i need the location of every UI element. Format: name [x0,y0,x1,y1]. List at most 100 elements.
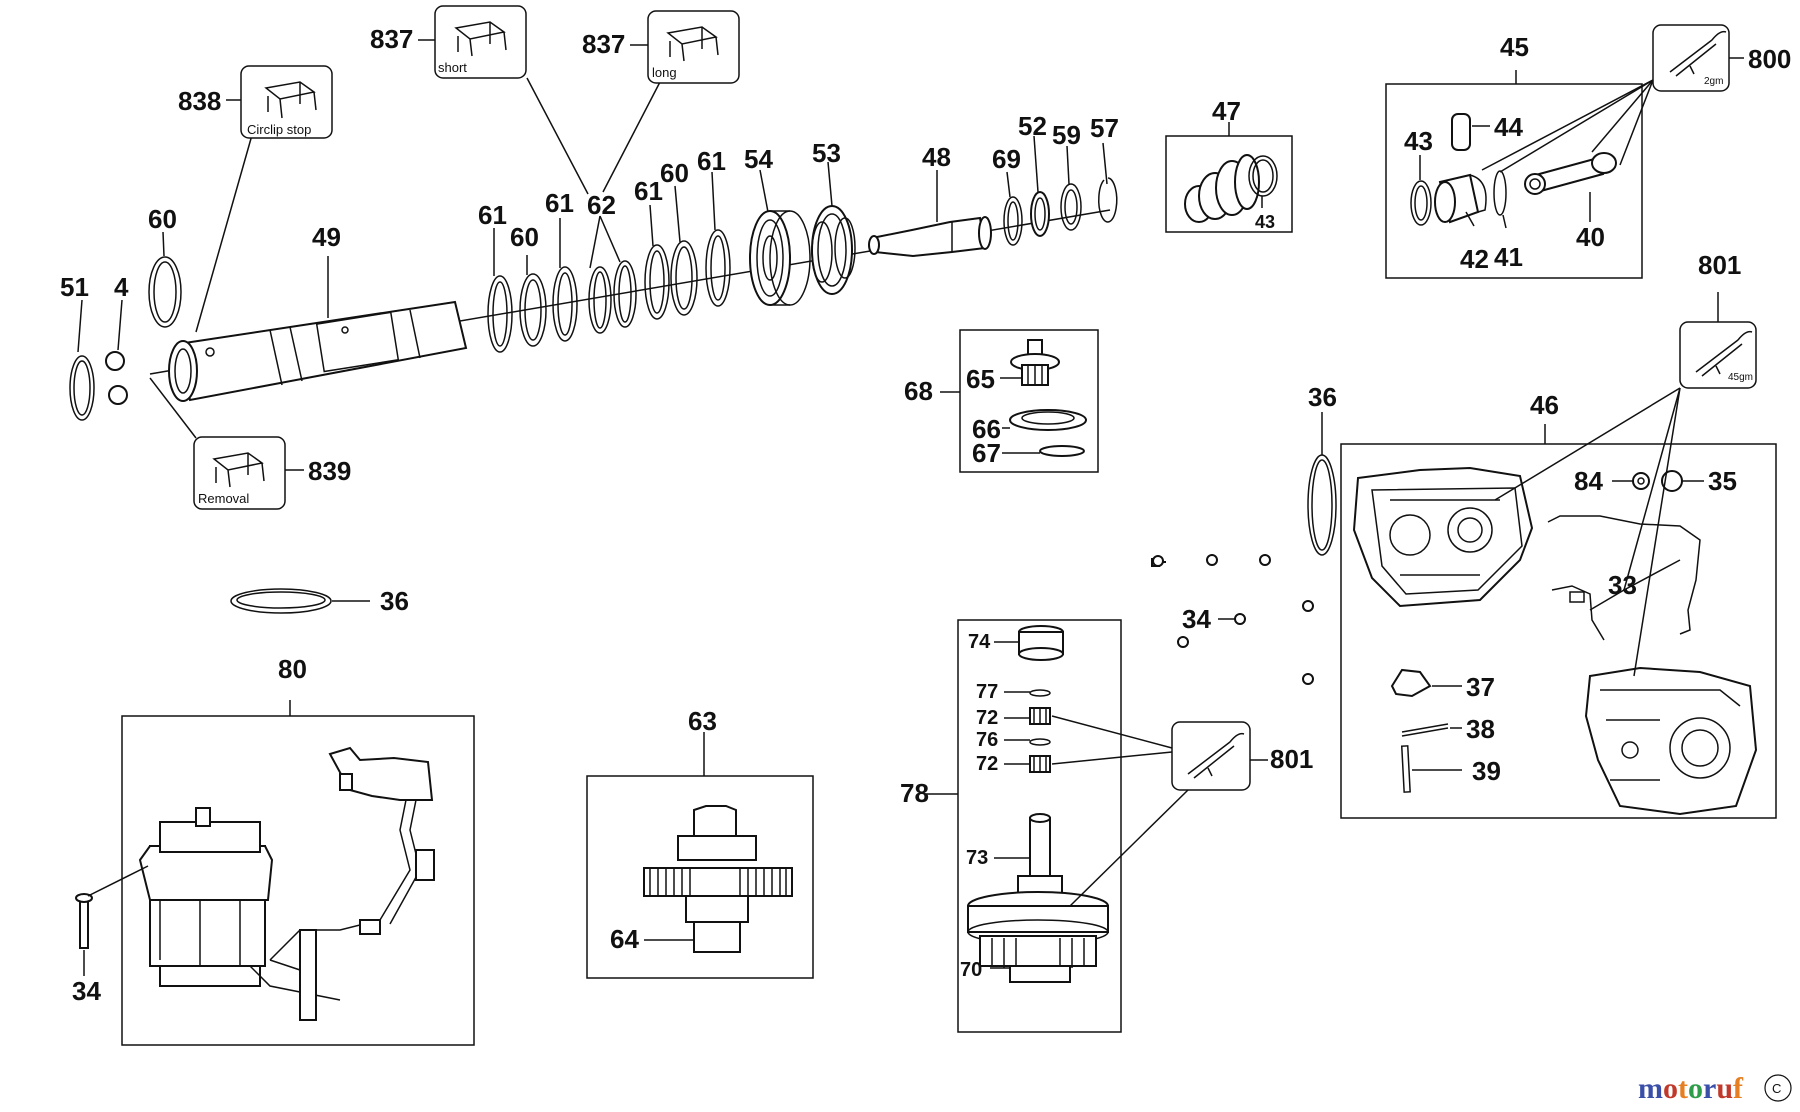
tool-inset-838: Circlip stop [226,65,333,139]
part-62-ring [613,260,637,328]
part-label-73: 73 [966,847,988,869]
part-74-sleeve [1018,625,1064,661]
part-label-60: 60 [660,158,689,188]
part-39-pin [1400,745,1411,793]
part-38-clip [1401,723,1449,737]
part-label-68: 68 [904,376,933,406]
part-40-connecting-rod [1524,152,1617,195]
tool-inset-839: Removal [193,436,304,510]
part-label-53: 53 [812,138,841,168]
part-46-gear-housing-rear [1584,666,1758,816]
part-box-80 [75,700,475,1046]
part-label-59: 59 [1052,120,1081,150]
screws-34 [1151,554,1314,685]
part-box-68 [940,329,1099,473]
part-59-ring [1060,183,1082,231]
part-label-62: 62 [587,190,616,220]
caption-long: long [652,65,677,80]
part-51-ring [69,355,95,421]
part-label-78: 78 [900,778,929,808]
part-label-65: 65 [966,364,995,394]
part-66-bearing [1009,409,1087,431]
part-label-39: 39 [1472,756,1501,786]
part-box-46 [1340,424,1777,819]
part-label-84: 84 [1574,466,1603,496]
part-box-63 [586,732,814,979]
caption-grease-2gm: 2gm [1704,76,1723,87]
part-label-839: 839 [308,456,351,486]
part-label-63: 63 [688,706,717,736]
part-label-69: 69 [992,144,1021,174]
part-label-44: 44 [1494,112,1523,142]
part-80-motor [138,807,341,1001]
caption-circlip-stop: Circlip stop [247,122,311,137]
part-61-ring [487,275,513,353]
part-label-800: 800 [1748,44,1791,74]
part-label-33: 33 [1608,570,1637,600]
part-53-gear [811,205,856,295]
spindle-assembly [69,77,1118,439]
part-label-66: 66 [972,414,1001,444]
part-label-72: 72 [976,753,998,775]
part-label-80: 80 [278,654,307,684]
part-label-77: 77 [976,681,998,703]
part-label-76: 76 [976,729,998,751]
part-label-837: 837 [370,24,413,54]
part-60-ring [670,240,698,316]
watermark-text: motoruf [1638,1072,1744,1105]
part-34-screw [75,893,93,949]
part-label-72: 72 [976,707,998,729]
grease-inset-801-upper: 45gm [1494,292,1757,677]
part-label-42: 42 [1460,244,1489,274]
part-label-37: 37 [1466,672,1495,702]
part-60-ring [148,256,182,328]
part-69-ring [1003,196,1023,246]
part-label-34: 34 [1182,604,1211,634]
part-80-trigger-switch [269,746,435,1021]
part-label-41: 41 [1494,242,1523,272]
part-label-64: 64 [610,924,639,954]
part-73-shaft [1017,813,1063,897]
part-label-57: 57 [1090,113,1119,143]
part-label-61: 61 [697,146,726,176]
part-label-801: 801 [1698,250,1741,280]
part-label-61: 61 [634,176,663,206]
caption-short: short [438,60,467,75]
part-61-ring [705,229,731,307]
part-label-837: 837 [582,29,625,59]
watermark: motoruf C [1638,1072,1792,1105]
part-box-78 [926,619,1122,1033]
part-37-bracket [1390,668,1432,698]
part-label-61: 61 [478,200,507,230]
part-label-70: 70 [960,959,982,981]
part-label-43: 43 [1404,126,1433,156]
watermark-corner-mark: C [1772,1081,1781,1096]
part-label-61: 61 [545,188,574,218]
part-67-washer [1039,445,1085,457]
part-60-ring [519,273,547,347]
part-label-838: 838 [178,86,221,116]
part-label-74: 74 [968,631,991,653]
part-70-gear [967,891,1109,983]
part-label-52: 52 [1018,111,1047,141]
part-36-ring [230,588,332,614]
part-77-circlip [1029,689,1051,697]
part-label-43: 43 [1255,212,1275,232]
part-number-labels: 837 837 838 839 60 51 4 49 61 60 61 62 6… [60,24,1791,1006]
part-label-60: 60 [148,204,177,234]
part-57-circlip [1098,177,1118,223]
part-label-48: 48 [922,142,951,172]
part-label-38: 38 [1466,714,1495,744]
part-label-40: 40 [1576,222,1605,252]
grease-inset-801-lower [1051,715,1268,907]
part-label-51: 51 [60,272,89,302]
part-42-piston [1434,173,1487,224]
part-label-60: 60 [510,222,539,252]
part-61-ring [552,266,578,342]
caption-grease-45gm: 45gm [1728,372,1753,383]
part-52-ring [1030,191,1050,237]
part-box-47 [1165,122,1293,233]
part-label-49: 49 [312,222,341,252]
part-49-barrel [168,300,468,402]
